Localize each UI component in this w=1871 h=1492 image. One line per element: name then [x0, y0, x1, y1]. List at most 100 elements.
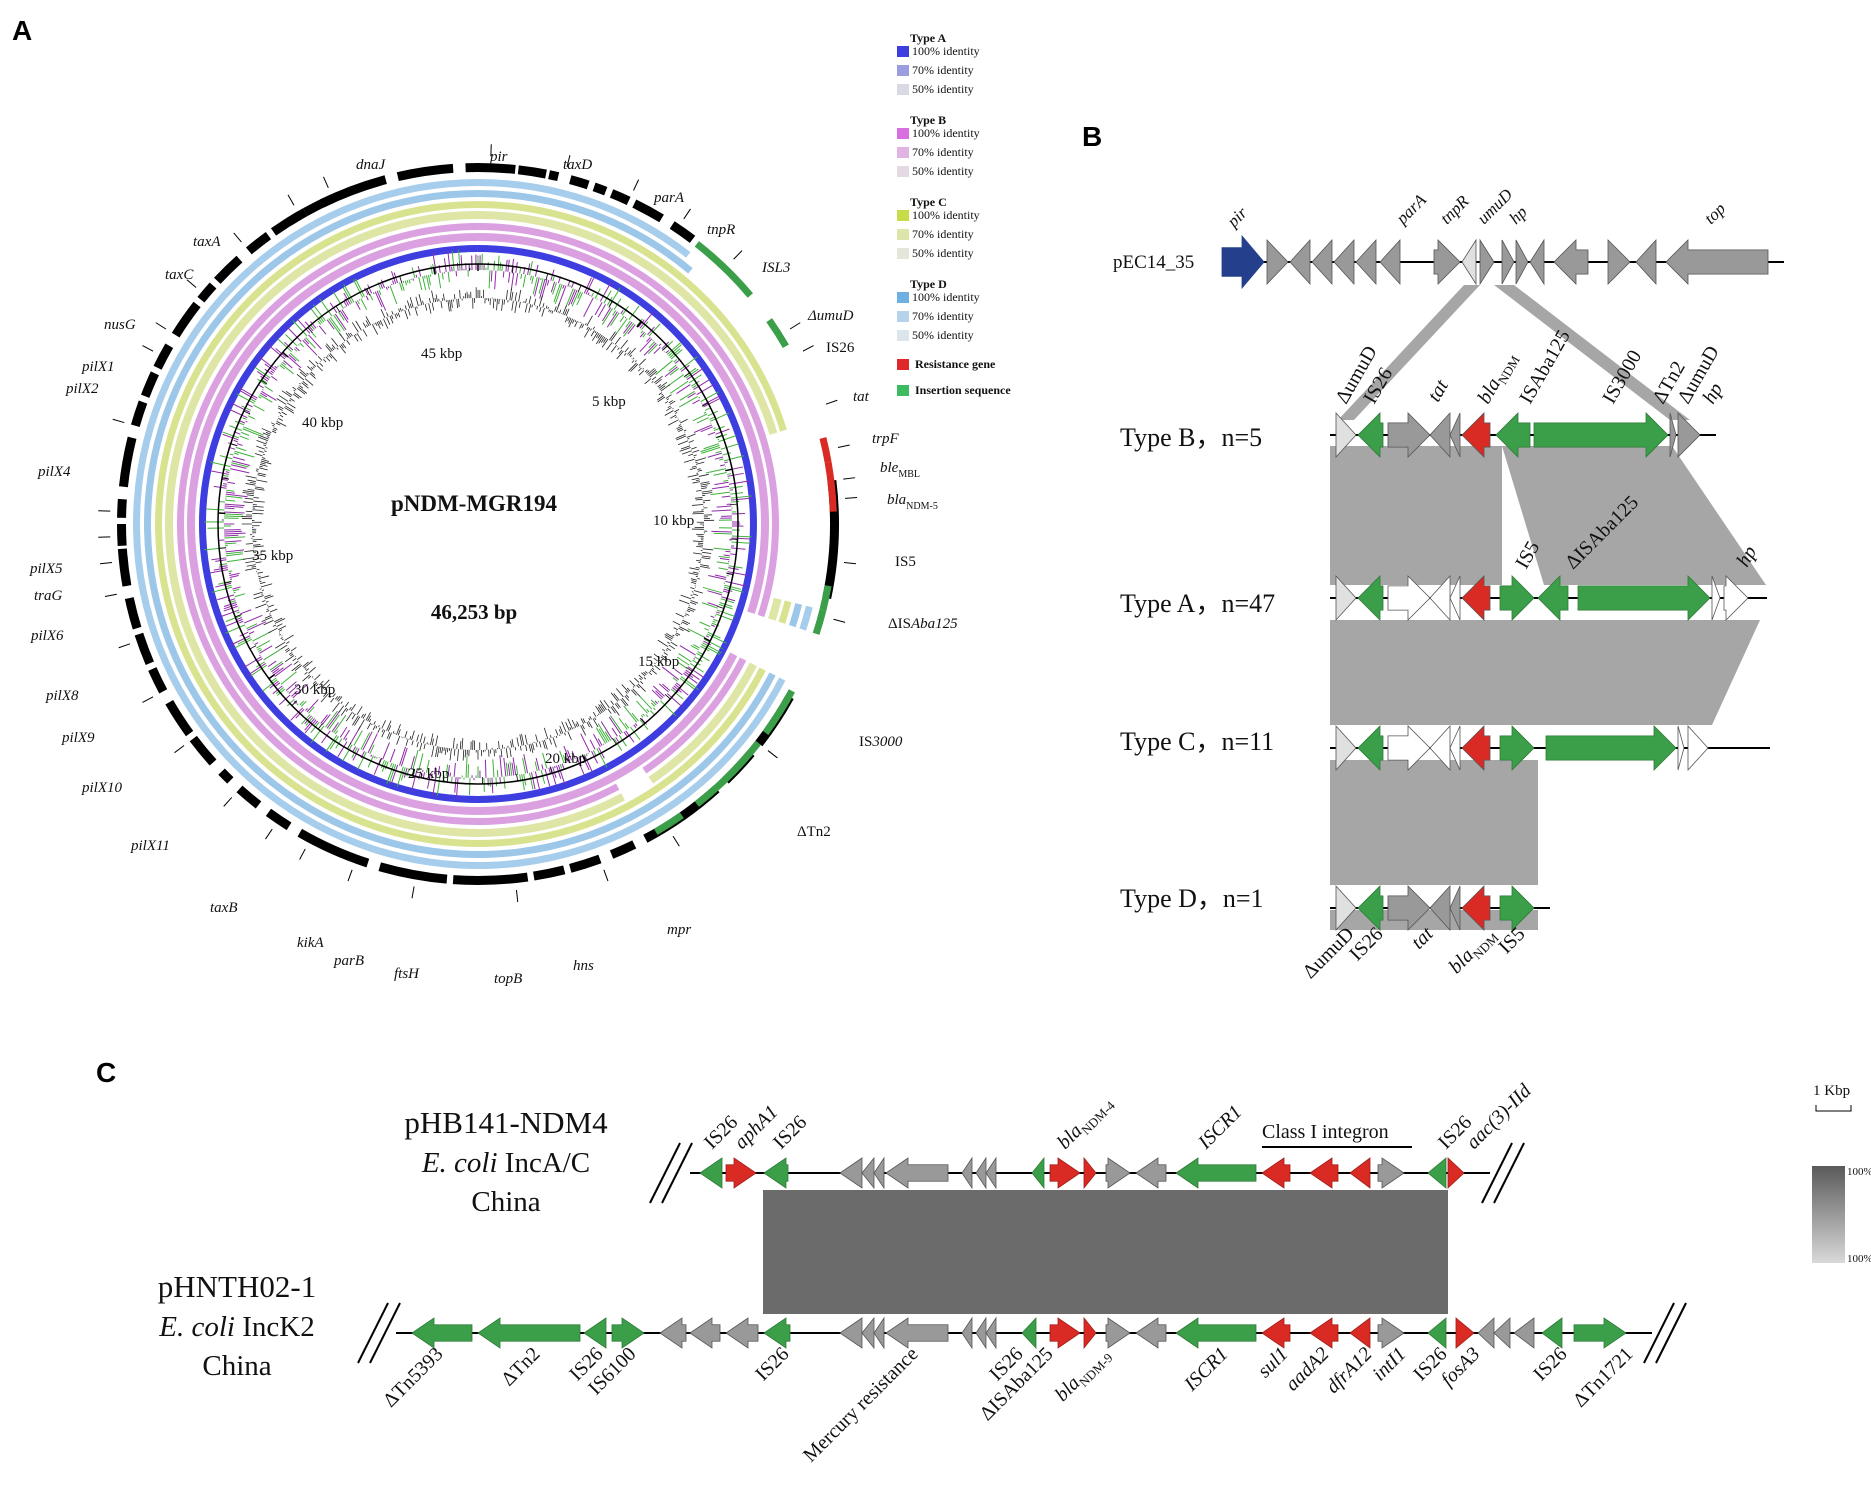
scale-tick — [664, 694, 671, 700]
scale-tick — [224, 581, 232, 584]
scale-tick — [219, 547, 227, 549]
gene-label-ISL3: ISL3 — [761, 260, 790, 276]
break-mark — [1643, 1302, 1675, 1364]
gene-block — [140, 371, 159, 398]
gene-label-tat: tat — [853, 389, 870, 405]
gene-arrows-c — [411, 1156, 1627, 1350]
gene-arrow-pHNTH02 — [839, 1317, 863, 1349]
gene-label-pilX11: pilX11 — [130, 838, 170, 854]
gene-block — [118, 436, 137, 488]
gene-arrow-ref — [1355, 238, 1377, 286]
insertion-sequence-block — [694, 740, 761, 807]
legend-swatch — [897, 147, 909, 158]
b-top-label-tat: tat — [1423, 376, 1453, 406]
gene-block — [396, 163, 454, 182]
outer-gene-track — [98, 144, 858, 902]
gene-block — [632, 199, 664, 223]
label-leader-line — [672, 835, 680, 847]
gene-arrow-pHNTH02 — [1083, 1316, 1097, 1350]
insertion-sequence-block — [819, 585, 832, 611]
gene-label-pilX6: pilX6 — [30, 628, 64, 644]
homology-block — [1538, 620, 1760, 725]
identity-ring-segment — [788, 603, 803, 628]
gene-arrow-typeA — [1499, 575, 1535, 621]
scale-tick — [726, 572, 734, 575]
gradient-bottom-label: 100% — [1847, 1253, 1871, 1265]
gene-block — [302, 194, 335, 217]
scale-tick — [249, 645, 257, 650]
gene-label-umuD: ΔumuD — [807, 308, 854, 324]
gene-block — [117, 548, 132, 587]
gene-block — [533, 865, 566, 881]
gene-arrow-pHB141 — [873, 1156, 885, 1190]
gene-arrow-pHNTH02 — [1049, 1317, 1081, 1349]
gene-label-dnaJ: dnaJ — [356, 157, 387, 173]
c-bot-IS26e: IS26 — [1529, 1343, 1571, 1385]
scale-tick — [577, 285, 582, 292]
scale-tick — [661, 345, 668, 351]
ref-label-umuD: umuD — [1473, 184, 1516, 227]
scale-tick — [581, 754, 586, 762]
identity-ring-segment — [799, 605, 813, 631]
gene-label-parA: parA — [653, 190, 685, 206]
gene-arrow-typeC — [1677, 725, 1685, 771]
scale-tick — [261, 379, 268, 385]
gene-label-mpr: mpr — [667, 922, 691, 938]
identity-ring-segment — [648, 662, 757, 784]
legend-swatch — [897, 210, 909, 221]
gene-block — [669, 221, 696, 243]
scale-label-15kbp: 15 kbp — [638, 654, 679, 670]
legend-item-label: 50% identity — [912, 328, 974, 342]
gene-arrow-ref — [1529, 238, 1545, 286]
gene-label-pilX5: pilX5 — [29, 561, 63, 577]
label-leader-line — [347, 869, 353, 882]
b-top-label-blaNDM: blaNDM — [1473, 348, 1523, 409]
type-a-label: Type A，n=47 — [1120, 589, 1275, 618]
gene-arrow-typeB — [1335, 411, 1357, 459]
gene-arrow-typeA — [1387, 575, 1431, 621]
gene-arrow-ref — [1635, 238, 1657, 286]
gene-arrow-pHNTH02 — [1541, 1317, 1563, 1349]
legend-item-label: 50% identity — [912, 82, 974, 96]
gene-arrow-pHNTH02 — [763, 1317, 791, 1349]
break-mark — [661, 1142, 693, 1204]
gene-block — [165, 700, 194, 737]
scale-label-5kbp: 5 kbp — [592, 394, 626, 410]
gene-arrow-typeC — [1461, 725, 1491, 771]
scale-tick — [235, 614, 242, 618]
scale-tick — [730, 503, 738, 506]
gene-arrow-typeD — [1449, 885, 1461, 931]
c-bot-ISCR1: ISCR1 — [1179, 1343, 1232, 1396]
gene-arrow-pHB141 — [699, 1157, 723, 1189]
scale-tick — [335, 305, 341, 313]
label-leader-line — [566, 155, 571, 168]
gene-arrow-typeC — [1449, 725, 1461, 771]
scale-tick — [701, 402, 709, 407]
gene-arrow-ref — [1433, 239, 1461, 285]
gene-block — [569, 854, 602, 873]
scale-tick — [317, 723, 323, 730]
panel-letter-a: A — [12, 15, 32, 46]
gene-arrow-pHB141 — [725, 1157, 757, 1189]
gene-arrow-typeD — [1387, 885, 1431, 931]
gene-arrow-typeB — [1677, 412, 1701, 458]
scale-tick — [282, 351, 289, 358]
label-leader-line — [299, 848, 306, 860]
gene-arrow-pHNTH02 — [1513, 1317, 1535, 1349]
scale-label-20kbp: 20 kbp — [545, 751, 586, 767]
legend-group-title: Type B — [910, 113, 946, 127]
gene-label-pilX8: pilX8 — [45, 688, 79, 704]
legend-item-label: 100% identity — [912, 290, 980, 304]
gc-skew-green — [203, 249, 752, 796]
gene-label-blaNDM5: blaNDM-5 — [887, 492, 938, 512]
legend-item-label: 70% identity — [912, 309, 974, 323]
gene-arrow-pHNTH02 — [985, 1316, 997, 1350]
legend-group-title: Type A — [910, 31, 946, 45]
ref-label-pir: pir — [1223, 203, 1251, 231]
legend-swatch — [897, 311, 909, 322]
gene-block — [134, 632, 154, 666]
c-bot-blaNDM9: blaNDM-9 — [1051, 1343, 1116, 1408]
homology-block — [1338, 285, 1480, 420]
label-leader-line — [833, 618, 846, 623]
